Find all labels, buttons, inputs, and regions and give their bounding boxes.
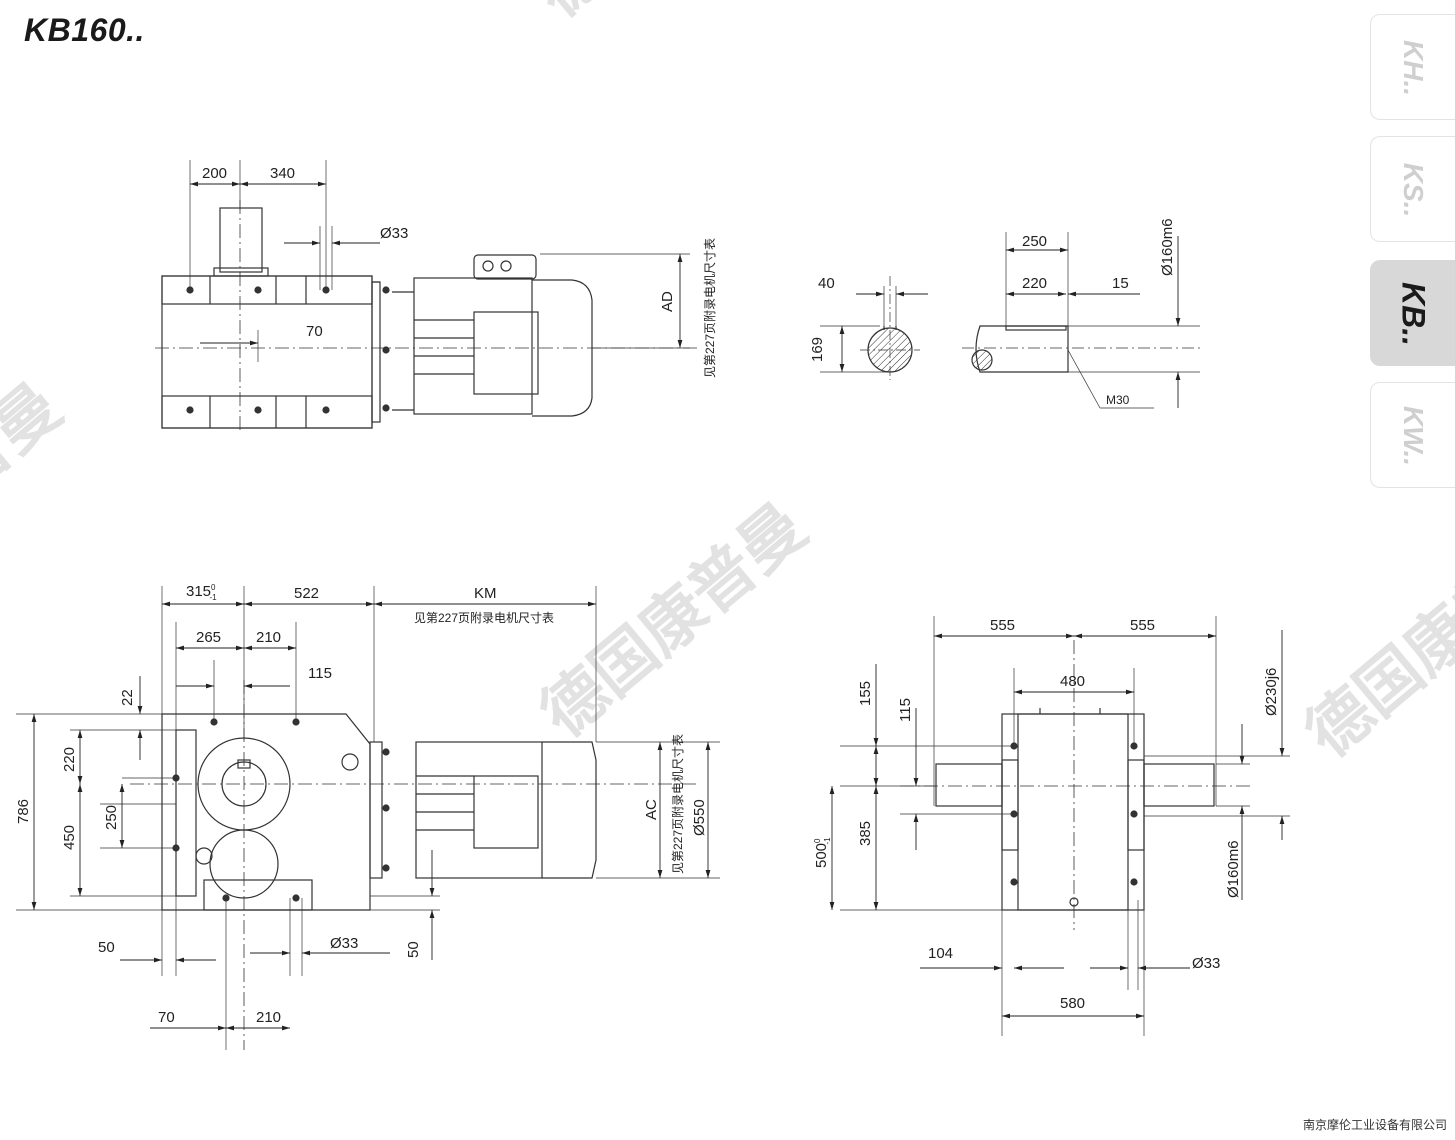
dim-315-tol-upper: 0: [211, 583, 216, 592]
tab-kh[interactable]: KH..: [1370, 14, 1455, 120]
dim-480: 480: [1060, 673, 1085, 690]
dim-315-value: 315: [186, 583, 211, 600]
housing-side-outline: [1001, 713, 1145, 911]
km-note: 见第227页附录电机尺寸表: [414, 611, 554, 625]
housing-outline: [161, 275, 373, 429]
dim-555-right: 555: [1130, 617, 1155, 634]
dim-22: 22: [119, 689, 136, 706]
dim-450: 450: [61, 825, 78, 850]
motor-body-front: [415, 741, 543, 879]
dim-265: 265: [196, 629, 221, 646]
watermark-group: 德国康普曼 德国康普曼 德国康普曼 德国康普曼: [0, 0, 1455, 772]
dim-385: 385: [857, 821, 874, 846]
dim-m30: M30: [1106, 393, 1130, 407]
tab-kw[interactable]: KW..: [1370, 382, 1455, 488]
motor-fan-cover: [532, 279, 593, 417]
dim-500-tol-upper: 0: [813, 838, 822, 843]
front-view-dims: 3150-1 522 KM 见第227页附录电机尺寸表 265 210 115 …: [15, 583, 711, 1031]
dim-70-bottom: 70: [158, 1009, 175, 1026]
front-view: [16, 586, 720, 1050]
left-shaft: [935, 763, 1003, 807]
dim-15: 15: [1112, 275, 1129, 292]
dim-500-tol-lower: -1: [823, 837, 832, 845]
dim-210-top: 210: [256, 629, 281, 646]
tab-kb[interactable]: KB..: [1370, 260, 1455, 366]
dim-200: 200: [202, 165, 227, 182]
dim-340: 340: [270, 165, 295, 182]
motor-name-plate: [473, 254, 537, 280]
dim-169: 169: [809, 337, 826, 362]
ac-note: 见第227页附录电机尺寸表: [671, 734, 685, 874]
dim-70: 70: [306, 323, 323, 340]
dim-50-left: 50: [98, 939, 115, 956]
dim-hole-33: Ø33: [380, 225, 408, 242]
dim-230j6: Ø230j6: [1263, 668, 1280, 716]
dim-ac: AC: [643, 799, 660, 820]
dim-220: 220: [61, 747, 78, 772]
output-shaft: [219, 207, 263, 273]
dim-160m6-side: Ø160m6: [1225, 840, 1242, 898]
dim-shaft-dia: Ø160m6: [1159, 218, 1176, 276]
watermark-top: 德国康普曼: [523, 0, 816, 32]
dim-50-bottom: 50: [405, 941, 422, 958]
dim-hole-33-front: Ø33: [330, 935, 358, 952]
dim-580: 580: [1060, 995, 1085, 1012]
dim-500: 5000-1: [813, 837, 832, 868]
dim-210-bottom: 210: [256, 1009, 281, 1026]
shaft-section-view: [820, 276, 920, 380]
dim-115: 115: [308, 665, 332, 682]
dim-250: 250: [1022, 233, 1047, 250]
dim-220: 220: [1022, 275, 1047, 292]
dim-786: 786: [15, 799, 32, 824]
dim-250: 250: [103, 805, 120, 830]
top-plan-view: [155, 160, 700, 432]
top-plan-dims: 200 340 Ø33 70 AD 见第227页附录电机尺寸表: [190, 165, 717, 378]
dim-550: Ø550: [691, 799, 708, 836]
dim-315: 3150-1: [186, 583, 217, 602]
shaft-side-view: [962, 232, 1200, 409]
dim-hole-33-side: Ø33: [1192, 955, 1220, 972]
footer-company: 南京摩伦工业设备有限公司: [1302, 1118, 1447, 1132]
dim-115-side: 115: [897, 698, 914, 722]
bolt-holes: [186, 286, 390, 414]
side-view: [840, 616, 1290, 1036]
motor-body: [413, 277, 533, 415]
watermark-right: 德国康普曼: [1293, 510, 1455, 772]
dim-155: 155: [857, 681, 874, 706]
side-view-dims: 555 555 480 155 115 385 5000-1 Ø230j6 Ø1…: [813, 617, 1285, 1019]
watermark-left: 德国康普曼: [0, 370, 75, 632]
dim-km: KM: [474, 585, 497, 602]
watermark-center: 德国康普曼: [528, 490, 821, 752]
bottom-flange-strip: [161, 395, 373, 429]
right-shaft: [1143, 763, 1215, 807]
dim-522: 522: [294, 585, 319, 602]
motor-note-top: 见第227页附录电机尺寸表: [703, 238, 717, 378]
page-title: KB160..: [24, 12, 145, 48]
tab-ks[interactable]: KS..: [1370, 136, 1455, 242]
dim-ad: AD: [659, 291, 676, 312]
shaft-section-dims: 40 169: [809, 275, 928, 372]
dim-40: 40: [818, 275, 835, 292]
dim-104: 104: [928, 945, 953, 962]
dim-500-value: 500: [813, 843, 830, 868]
dim-315-tol-lower: -1: [209, 593, 217, 602]
shaft-side-dims: 250 220 15 Ø160m6 M30: [1006, 218, 1181, 408]
gear-stage-circle: [209, 829, 279, 899]
terminal-box: [473, 311, 539, 395]
dim-555-left: 555: [990, 617, 1015, 634]
